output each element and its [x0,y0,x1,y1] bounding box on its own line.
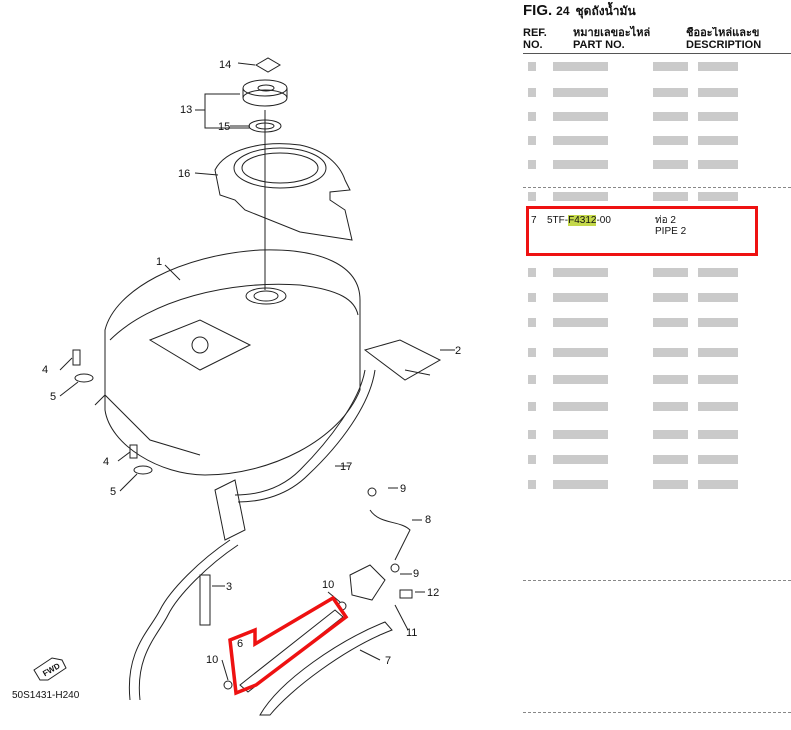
callout-16: 17 [340,461,352,473]
redacted-row [523,375,791,384]
part-no-highlight: F4312 [568,215,597,226]
exploded-parts-diagram: 14 13 14 15 16 1 2 4 5 4 5 17 9 8 3 10 9… [12,57,461,716]
redacted-row [523,62,791,71]
column-ref: REF. NO. [523,27,547,51]
fwd-arrow-icon [33,657,67,681]
callout-17: 14 [219,59,231,71]
callout-12: 12 [427,587,439,599]
figure-title: ชุดถังน้ำมัน [575,4,636,18]
redacted-row [523,293,791,302]
redacted-row [523,455,791,464]
callout-6: 8 [425,514,431,526]
highlighted-ref-no: 7 [531,215,537,226]
redacted-row [523,160,791,169]
header-divider [523,53,791,54]
redacted-row [523,192,791,201]
callout-4a: 4 [42,364,48,376]
pipe-7-highlight [228,595,349,696]
tube-part-3 [199,574,211,626]
hose-part-6 [369,509,411,561]
fuel-cock-part [349,564,386,601]
callout-13: 13 [180,104,192,116]
callout-4b: 4 [103,456,109,468]
redacted-row [523,480,791,489]
row-divider [523,187,791,188]
hose-part-8 [259,621,393,716]
fwd-label: FWD [41,661,61,678]
redacted-row [523,430,791,439]
callout-10a: 10 [322,579,334,591]
clip-part-9b [390,563,400,573]
diagram-code: 50S1431-H240 [12,690,80,701]
column-part-no: หมายเลขอะไหล่ PART NO. [573,27,651,51]
redacted-row [523,88,791,97]
clamp-part-10b [223,680,233,690]
callout-2: 2 [455,345,461,357]
highlighted-row-box [526,206,758,256]
bolt-part-4b [129,444,138,459]
figure-number: 24 [556,4,570,18]
callout-5b: 5 [110,486,116,498]
row-divider [523,580,791,581]
damper-part [363,339,442,381]
callout-3: 3 [226,581,232,593]
washer-part-5b [133,465,153,475]
redacted-row [523,136,791,145]
bolt-part-12 [399,589,413,599]
callout-5a: 5 [50,391,56,403]
callout-7: 6 [237,638,243,650]
redacted-row [523,348,791,357]
cap-label-part [255,57,281,73]
redacted-row [523,112,791,121]
callout-1: 1 [156,256,162,268]
callout-14b: 15 [218,121,230,133]
tank-cover-part [214,143,353,241]
callout-8: 7 [385,655,391,667]
figure-label: FIG. [523,2,553,19]
row-divider [523,712,791,713]
column-description: ชื่ออะไหล่และข DESCRIPTION [686,27,762,51]
highlighted-description: ท่อ 2 PIPE 2 [655,215,687,237]
redacted-row [523,268,791,277]
drain-hose-part [128,539,231,701]
callout-15: 16 [178,168,190,180]
callout-labels: 14 13 14 15 16 1 2 4 5 4 5 17 9 8 3 10 9… [12,59,461,701]
strip-part [234,369,366,496]
redacted-row [523,402,791,411]
figure-header: FIG.24 ชุดถังน้ำมัน [523,2,636,21]
redacted-row [523,318,791,327]
fuel-tank-part [104,249,361,476]
callout-9a: 9 [400,483,406,495]
bolt-part-4a [72,349,81,366]
washer-part-5a [74,373,94,383]
fuel-cap-part [242,79,288,107]
callout-11: 11 [406,627,417,639]
callout-10b: 10 [206,654,218,666]
clip-part-9a [367,487,377,497]
callout-9b: 9 [413,568,419,580]
highlighted-part-no: 5TF-F4312-00 [547,215,611,226]
